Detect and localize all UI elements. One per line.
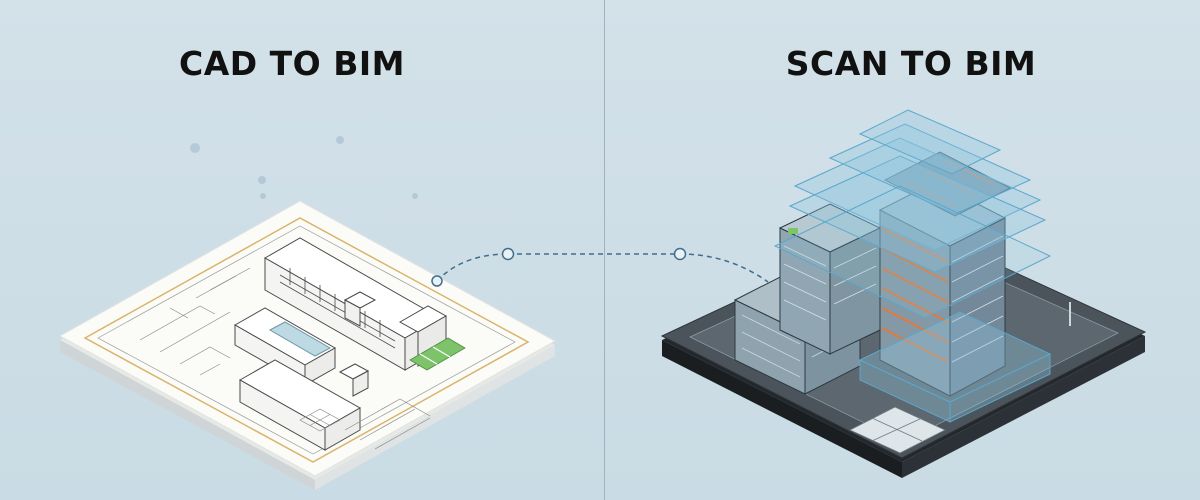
bim-plaza-tile [849,406,946,454]
background-sparkles [190,136,418,199]
cad-green-area [409,337,466,371]
connector-node-mid-left [501,247,515,261]
connector-line [436,253,769,283]
bim-glass-enclosure [858,311,1052,423]
connector-node-start [431,275,443,287]
scan-to-bim-panel: SCAN TO BIM [606,0,1200,500]
connector-node-mid-right [673,247,687,261]
bim-mid-tower [778,203,882,355]
cad-to-bim-panel: CAD TO BIM [179,44,405,83]
connector-nodes [431,247,687,287]
bim-high-rise [878,151,1012,397]
bim-glass-layers [773,109,1052,319]
scan-to-bim-title: SCAN TO BIM [785,44,1037,83]
cad-to-bim-title: CAD TO BIM [179,44,405,83]
bim-floor-slabs [881,227,1004,363]
panel-divider [604,0,605,500]
